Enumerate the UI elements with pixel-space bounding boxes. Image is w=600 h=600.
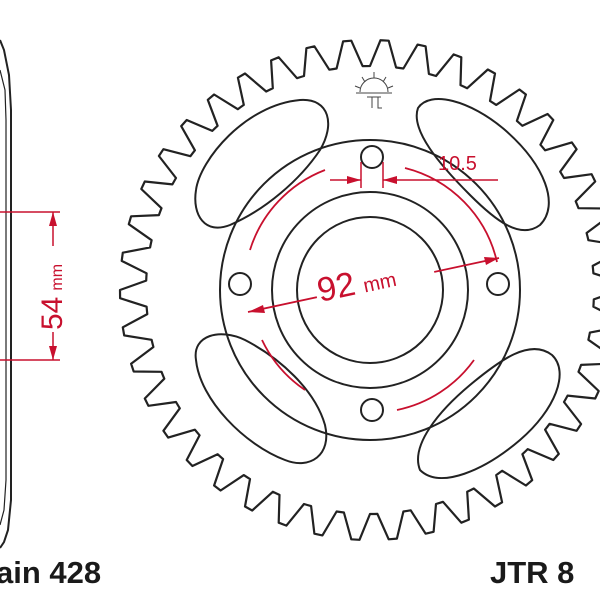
center-bore	[296, 216, 444, 364]
chain-caption: ain 428	[0, 555, 101, 590]
window-bottom-right	[417, 348, 561, 479]
side-profile	[0, 39, 12, 549]
bolt-hole-top	[360, 145, 384, 169]
side-profile-edge	[0, 69, 7, 526]
lightening-windows	[194, 98, 561, 479]
bolt-hole-right	[486, 272, 510, 296]
svg-text:54mm: 54 mm	[36, 264, 69, 330]
hub-ring-circle	[271, 191, 469, 389]
hole-diameter-dimension	[330, 162, 498, 188]
sprocket-teeth-outline	[118, 39, 600, 541]
window-bottom-left	[194, 333, 328, 465]
thickness-dimension: 54 mm	[0, 211, 69, 361]
thickness-unit: mm	[49, 264, 66, 291]
window-top-left	[194, 98, 330, 229]
bolt-hole-left	[228, 272, 252, 296]
hub-outer-circle	[219, 139, 521, 441]
part-number: JTR 8	[490, 555, 574, 590]
bolt-circle-value: 92	[314, 265, 359, 310]
side-view: 54 mm ain 428	[0, 39, 101, 590]
jt-sun-logo-icon	[354, 72, 394, 109]
bolt-hole-bottom	[360, 398, 384, 422]
window-top-right	[415, 98, 550, 232]
thickness-value: 54	[36, 297, 69, 330]
hole-diameter-value: 10.5	[438, 153, 477, 175]
